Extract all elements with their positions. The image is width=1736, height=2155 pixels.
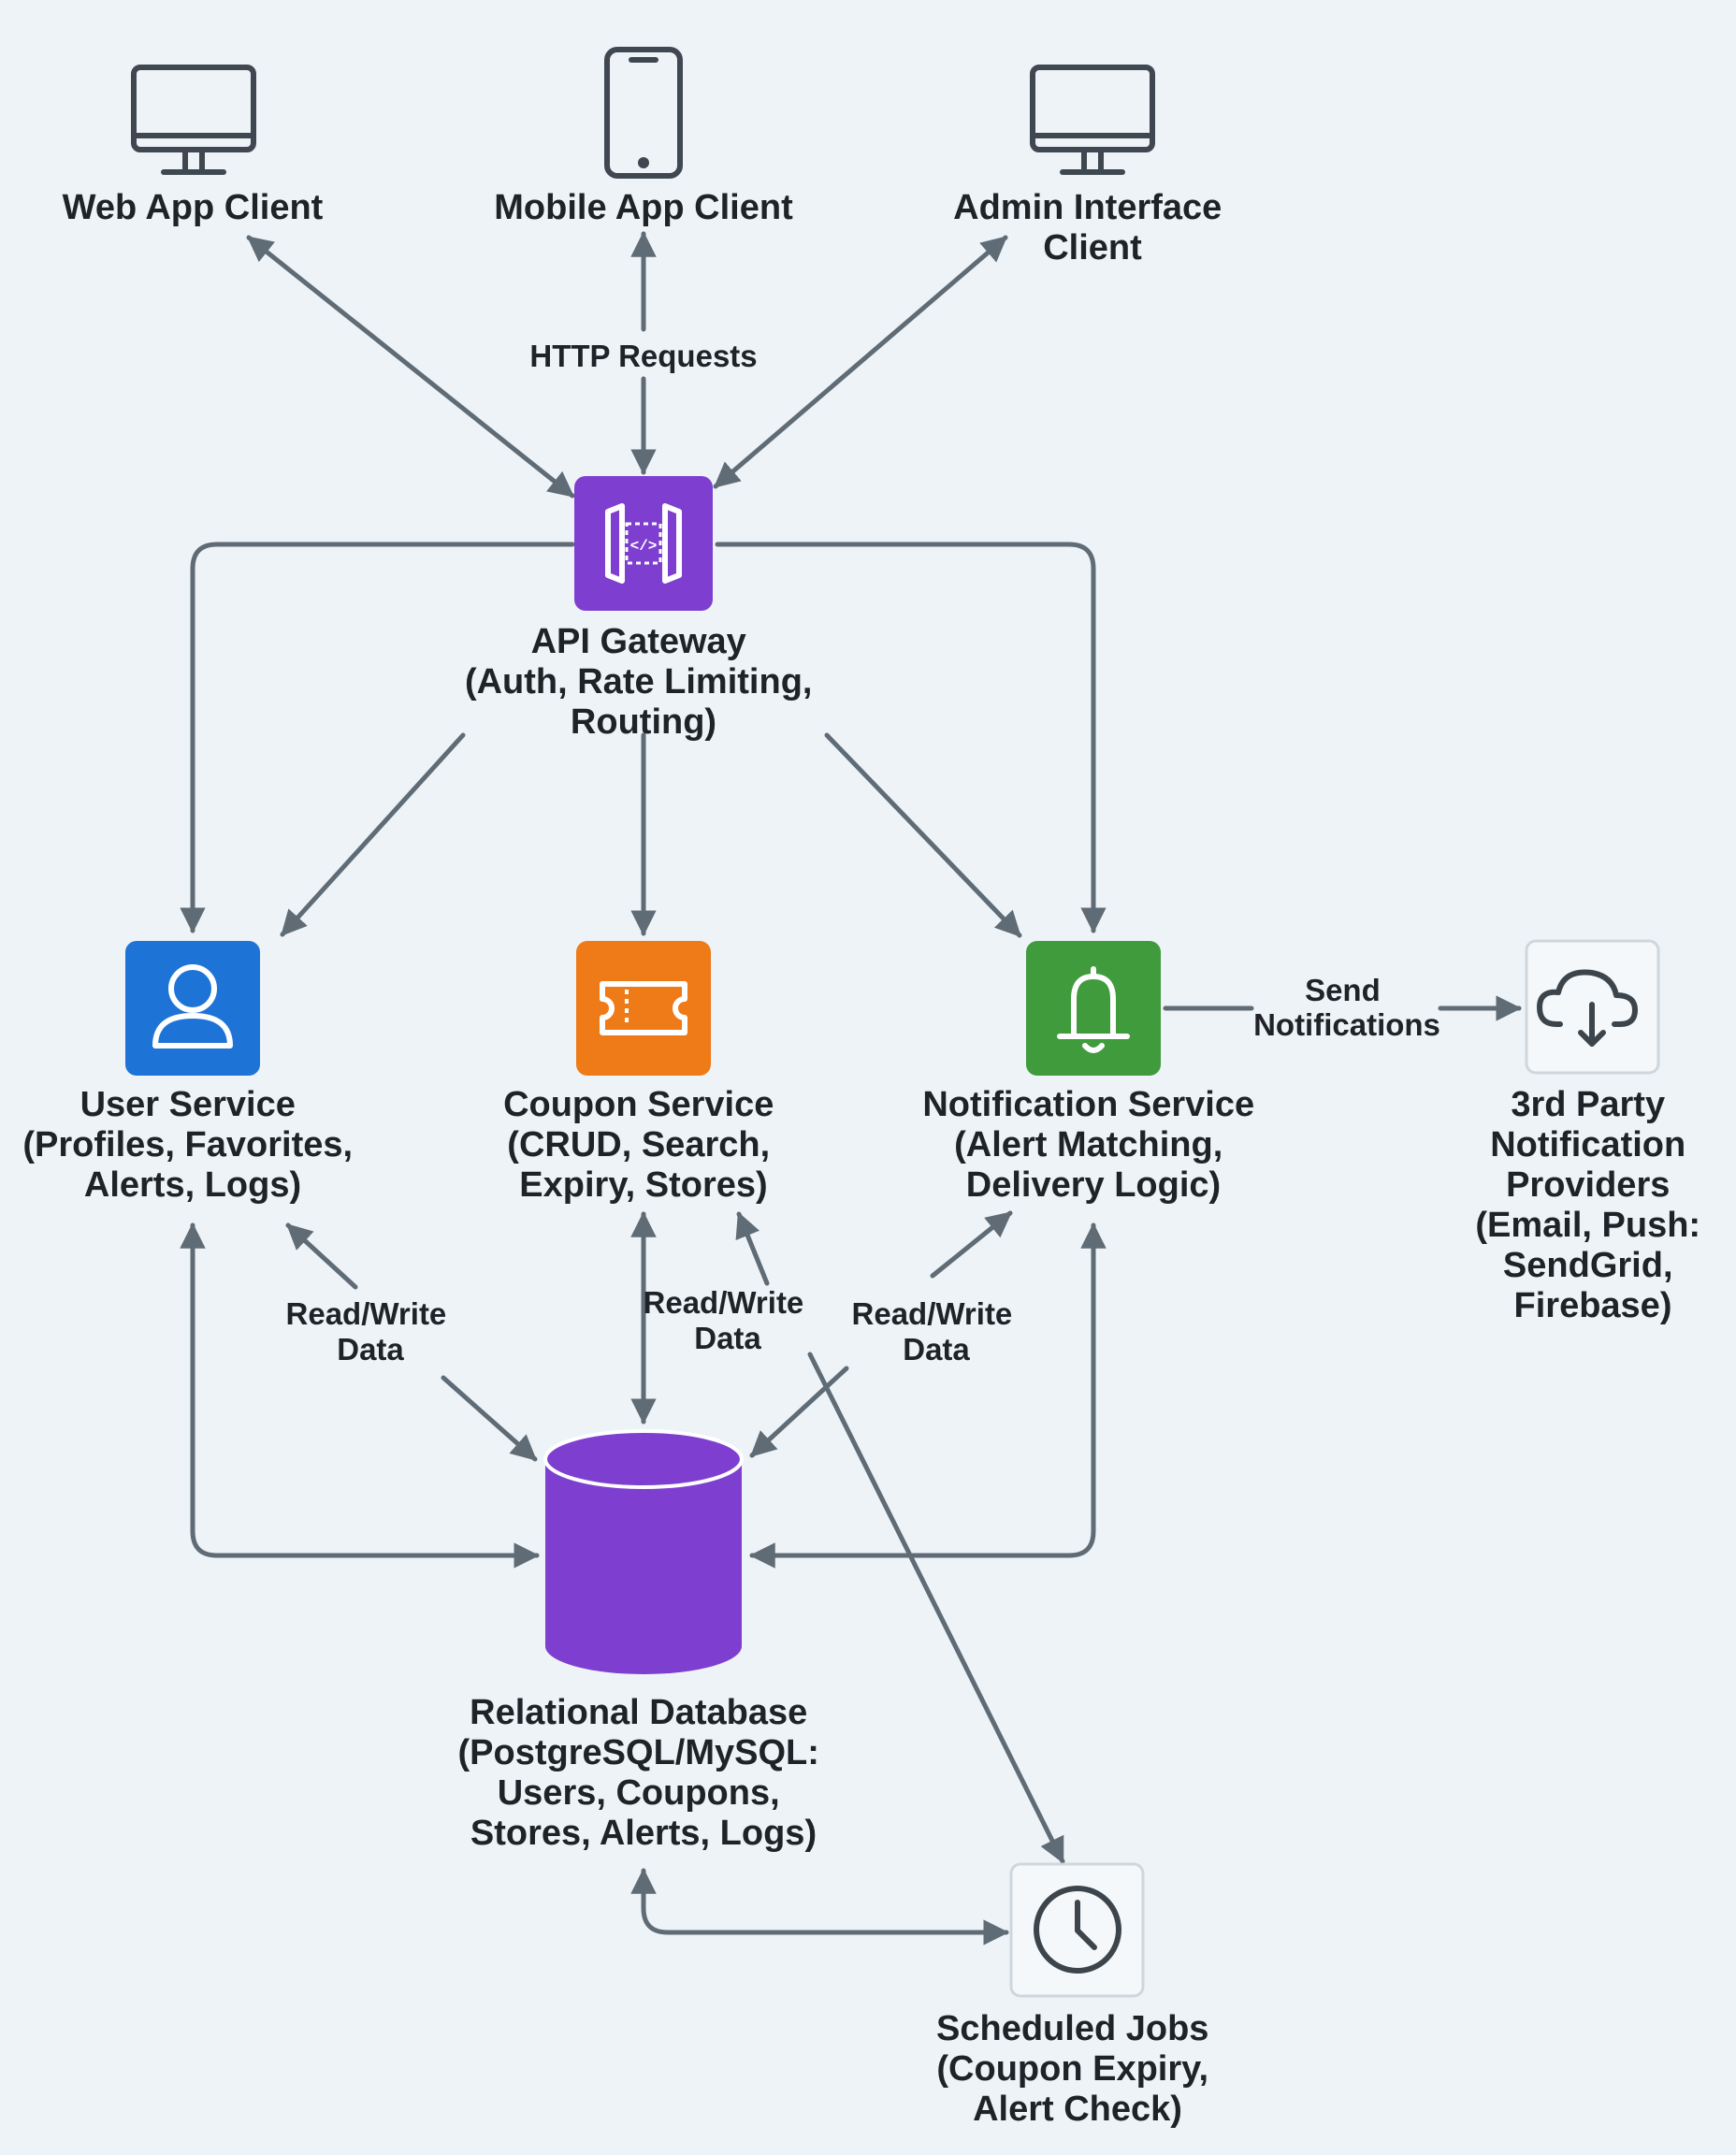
svg-text:</>: </> <box>630 538 658 555</box>
edge-database-scheduledjobs <box>630 1868 1009 1945</box>
database-body <box>545 1459 742 1674</box>
scheduled-jobs-label: Scheduled Jobs (Coupon Expiry, Alert Che… <box>936 2009 1219 2129</box>
mobile-app-client-label-line-1: Mobile App Client <box>494 188 793 227</box>
third-party-label-line-5: SendGrid, <box>1503 1246 1673 1285</box>
third-party-label-line-3: Providers <box>1506 1165 1670 1205</box>
edge-label-read-write-user: Read/Write Data <box>286 1296 456 1367</box>
api-gateway-label-line-1: API Gateway <box>531 622 746 661</box>
edge-gateway-user-elbow <box>180 542 575 933</box>
api-gateway-label-line-2: (Auth, Rate Limiting, <box>465 662 813 701</box>
third-party-label-line-2: Notification <box>1490 1125 1685 1164</box>
edge-label-read-write-notification: Read/Write Data <box>852 1296 1021 1367</box>
coupon-service-label-line-3: Expiry, Stores) <box>519 1165 767 1205</box>
scheduled-jobs-label-line-1: Scheduled Jobs <box>936 2009 1208 2048</box>
user-icon <box>152 964 233 1049</box>
edge-label-read-write-coupon-line-2: Data <box>694 1321 761 1355</box>
edge-label-send-notifications-line-2: Notifications <box>1253 1007 1440 1042</box>
coupon-service-label-line-2: (CRUD, Search, <box>507 1125 770 1164</box>
cloud-download-icon <box>1537 969 1638 1047</box>
edge-coupon-scheduledjobs <box>807 1352 1065 1864</box>
notification-service-label: Notification Service (Alert Matching, De… <box>922 1085 1264 1205</box>
bell-icon <box>1057 966 1130 1053</box>
edge-user-database-lower <box>441 1375 538 1462</box>
user-service-label: User Service (Profiles, Favorites, Alert… <box>22 1085 362 1205</box>
third-party-label-line-4: (Email, Push: <box>1475 1206 1700 1245</box>
edge-gateway-user-diagonal <box>280 732 466 937</box>
edge-label-read-write-user-line-2: Data <box>337 1332 404 1367</box>
relational-database-label-line-1: Relational Database <box>470 1693 807 1732</box>
scheduled-jobs[interactable]: Scheduled Jobs (Coupon Expiry, Alert Che… <box>936 1862 1219 2129</box>
coupon-service[interactable]: Coupon Service (CRUD, Search, Expiry, St… <box>503 941 784 1205</box>
edge-notification-database-loop <box>749 1222 1107 1569</box>
coupon-service-label: Coupon Service (CRUD, Search, Expiry, St… <box>503 1085 784 1205</box>
notification-service-box <box>1026 941 1161 1076</box>
relational-database-label-line-2: (PostgreSQL/MySQL: <box>458 1733 819 1772</box>
edge-gateway-notification-diagonal <box>824 732 1022 938</box>
ticket-icon <box>600 981 687 1035</box>
notification-service-label-line-1: Notification Service <box>922 1085 1254 1124</box>
admin-interface-client-label-line-1: Admin Interface <box>953 188 1222 227</box>
smartphone-icon <box>604 47 683 179</box>
monitor-icon <box>131 65 256 175</box>
relational-database-label-line-3: Users, Coupons, <box>498 1773 780 1813</box>
third-party-label-line-6: Firebase) <box>1514 1286 1672 1325</box>
third-party-label: 3rd Party Notification Providers (Email,… <box>1475 1085 1710 1325</box>
coupon-service-label-line-1: Coupon Service <box>503 1085 774 1124</box>
web-app-client-label-line-1: Web App Client <box>63 188 324 227</box>
mobile-app-client[interactable]: Mobile App Client <box>494 47 793 227</box>
edge-coupon-database-upper <box>735 1211 770 1286</box>
edge-admin-gateway <box>713 235 1008 489</box>
edge-label-read-write-coupon-line-1: Read/Write <box>644 1285 804 1320</box>
web-app-client[interactable]: Web App Client <box>63 65 324 227</box>
edge-label-read-write-notification-line-1: Read/Write <box>852 1296 1013 1331</box>
coupon-service-box <box>576 941 711 1076</box>
database-top <box>543 1429 744 1489</box>
database-cylinder-icon <box>543 1429 744 1674</box>
notification-service[interactable]: Notification Service (Alert Matching, De… <box>922 941 1264 1205</box>
admin-interface-client[interactable]: Admin Interface Client <box>953 65 1232 268</box>
mobile-app-client-label: Mobile App Client <box>494 188 793 227</box>
api-gateway-icon: </> <box>605 503 682 584</box>
edge-gateway-notification-elbow <box>715 542 1107 933</box>
user-service-label-line-3: Alerts, Logs) <box>84 1165 301 1205</box>
notification-service-label-line-3: Delivery Logic) <box>966 1165 1221 1205</box>
scheduled-jobs-label-line-3: Alert Check) <box>973 2090 1182 2129</box>
third-party-label-line-1: 3rd Party <box>1511 1085 1665 1124</box>
edge-label-send-notifications-line-1: Send <box>1305 973 1381 1007</box>
admin-interface-client-label-line-2: Client <box>1043 228 1142 268</box>
edge-user-database-upper <box>285 1222 358 1290</box>
edge-notification-database-upper <box>930 1210 1013 1279</box>
third-party-providers[interactable]: 3rd Party Notification Providers (Email,… <box>1475 939 1710 1325</box>
web-app-client-label: Web App Client <box>63 188 324 227</box>
user-service-label-line-1: User Service <box>80 1085 296 1124</box>
edge-notification-database-lower <box>749 1366 849 1458</box>
edge-label-read-write-user-line-1: Read/Write <box>286 1296 447 1331</box>
monitor-icon <box>1030 65 1155 175</box>
admin-interface-client-label: Admin Interface Client <box>953 188 1232 268</box>
notification-service-label-line-2: (Alert Matching, <box>954 1125 1222 1164</box>
edge-label-read-write-coupon: Read/Write Data <box>644 1285 813 1355</box>
edge-label-http-requests: HTTP Requests <box>529 339 757 373</box>
user-service[interactable]: User Service (Profiles, Favorites, Alert… <box>22 941 362 1205</box>
scheduled-jobs-label-line-2: (Coupon Expiry, <box>936 2049 1208 2089</box>
relational-database[interactable]: Relational Database (PostgreSQL/MySQL: U… <box>458 1429 830 1853</box>
edge-user-database-loop <box>180 1222 540 1569</box>
relational-database-label: Relational Database (PostgreSQL/MySQL: U… <box>458 1693 830 1853</box>
user-service-label-line-2: (Profiles, Favorites, <box>22 1125 353 1164</box>
clock-icon <box>1034 1886 1121 1974</box>
api-gateway-label: API Gateway (Auth, Rate Limiting, Routin… <box>465 622 822 742</box>
api-gateway-label-line-3: Routing) <box>571 702 716 742</box>
relational-database-label-line-4: Stores, Alerts, Logs) <box>470 1814 817 1853</box>
edge-web-gateway <box>246 235 575 499</box>
edge-label-http-requests-line-1: HTTP Requests <box>529 339 757 373</box>
edge-label-send-notifications: Send Notifications <box>1253 973 1440 1042</box>
edge-label-read-write-notification-line-2: Data <box>903 1332 970 1367</box>
connectors <box>180 231 1522 1945</box>
api-gateway[interactable]: </> API Gateway (Auth, Rate Limiting, Ro… <box>465 476 822 742</box>
